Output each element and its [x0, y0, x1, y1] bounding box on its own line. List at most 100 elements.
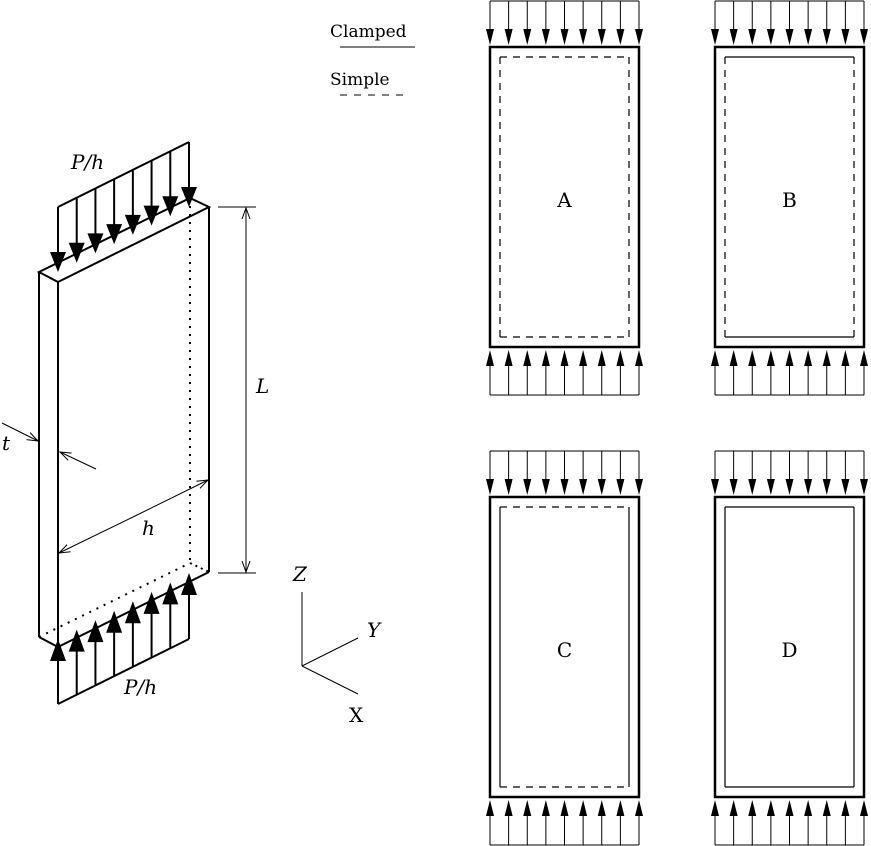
panel-bottom-load-arrowhead: [504, 800, 513, 816]
thickness-arrow-inner: [60, 452, 97, 470]
panel-top-load-arrowhead: [748, 479, 757, 495]
panel-bottom-load-arrowhead: [841, 800, 850, 816]
panel-c: C: [486, 450, 643, 846]
width-dimension: [59, 480, 208, 553]
panel-top-load-arrowhead: [504, 479, 513, 495]
panel-top-load-arrowhead: [822, 479, 831, 495]
panel-bottom-load-arrowhead: [841, 350, 850, 366]
panel-top-load-arrowhead: [579, 29, 588, 45]
panel-label: A: [556, 188, 572, 212]
panel-top-load-arrowhead: [729, 479, 738, 495]
panel-bottom-load-arrowhead: [579, 350, 588, 366]
panel-top-load-arrowhead: [860, 29, 868, 45]
top-load-label: P/h: [70, 150, 104, 174]
panel-bottom-load-arrowhead: [560, 800, 569, 816]
panel-bottom-load-arrowhead: [785, 350, 794, 366]
top-load-arrowhead: [181, 187, 197, 207]
top-load-arrowhead: [87, 233, 104, 254]
bottom-load-arrowhead: [181, 573, 197, 595]
top-distributed-load: [50, 141, 197, 272]
panel-bottom-load-arrowhead: [560, 350, 569, 366]
panel-top-load-arrowhead: [597, 479, 606, 495]
panel-bottom-load-arrowhead: [748, 800, 757, 816]
panel-top-load-arrowhead: [711, 479, 719, 495]
plate-top-face: [36, 196, 212, 284]
panel-top-load-arrowhead: [635, 29, 643, 45]
panel-bottom-load-arrowhead: [616, 350, 625, 366]
top-load-baseline: [57, 141, 190, 208]
panel-outline: [713, 45, 866, 349]
panel-bottom-load-arrowhead: [579, 800, 588, 816]
panel-bottom-load-arrowhead: [597, 350, 606, 366]
panel-outline: [713, 495, 866, 799]
panel-bottom-load-arrowhead: [504, 350, 513, 366]
panel-a: A: [486, 0, 643, 396]
bottom-load-arrowhead: [143, 591, 160, 614]
panel-bottom-load-arrowhead: [616, 800, 625, 816]
panel-top-load-arrowhead: [822, 29, 831, 45]
panel-top-load-arrowhead: [860, 479, 868, 495]
bottom-load-arrowhead: [68, 629, 85, 652]
panel-outline: [488, 45, 641, 349]
panel-top-load-arrowhead: [711, 29, 719, 45]
panel-top-load-arrowhead: [841, 29, 850, 45]
panel-top-load-arrowhead: [541, 29, 550, 45]
panel-top-load-arrowhead: [523, 479, 532, 495]
panel-bottom-load-arrowhead: [541, 350, 550, 366]
plate-hidden-bottom-right-edge: [189, 562, 210, 573]
bottom-load-arrowhead: [87, 620, 104, 643]
panel-top-load-arrowhead: [486, 479, 494, 495]
panel-bottom-load-arrowhead: [766, 350, 775, 366]
panel-top-load-arrowhead: [523, 29, 532, 45]
panel-top-load-arrowhead: [766, 479, 775, 495]
panel-bottom-load-arrowhead: [748, 350, 757, 366]
panel-top-load-arrowhead: [560, 29, 569, 45]
legend-clamped-label: Clamped: [330, 22, 407, 42]
panel-top-load-arrowhead: [841, 479, 850, 495]
panel-bottom-load-arrowhead: [860, 350, 868, 366]
panel-top-load-arrowhead: [729, 29, 738, 45]
z-axis-label: Z: [292, 562, 308, 586]
panel-bottom-load-arrowhead: [635, 350, 643, 366]
panel-bottom-load-arrowhead: [523, 800, 532, 816]
panel-top-load-arrowhead: [616, 479, 625, 495]
panel-bottom-load-arrowhead: [729, 800, 738, 816]
panel-bottom-load-arrowhead: [729, 350, 738, 366]
width-label: h: [142, 516, 155, 540]
x-axis: [301, 665, 359, 695]
length-label: L: [255, 374, 269, 398]
thickness-label: t: [2, 431, 11, 455]
panel-d: D: [711, 450, 868, 846]
top-load-arrowhead: [50, 252, 66, 272]
panel-bottom-load-arrowhead: [822, 350, 831, 366]
bottom-load-label: P/h: [123, 675, 157, 699]
panel-top-load-arrowhead: [635, 479, 643, 495]
top-load-arrowhead: [162, 196, 179, 217]
panel-top-load-arrowhead: [504, 29, 513, 45]
panel-bottom-load-arrowhead: [597, 800, 606, 816]
panel-top-load-arrowhead: [785, 29, 794, 45]
panel-bottom-load-arrowhead: [785, 800, 794, 816]
coordinate-axes: [301, 592, 359, 695]
panel-bottom-load-arrowhead: [523, 350, 532, 366]
bottom-load-arrowhead: [162, 582, 179, 605]
legend-simple-label: Simple: [330, 70, 390, 90]
panel-label: D: [781, 638, 797, 662]
top-load-arrowhead: [124, 214, 141, 235]
thickness-dimension: [1, 422, 97, 470]
panel-bottom-load-arrowhead: [804, 800, 813, 816]
width-dimension-arrow: [132, 480, 208, 518]
legend: Clamped Simple: [330, 22, 415, 96]
panel-bottom-load-arrowhead: [711, 800, 719, 816]
panel-bottom-load-arrowhead: [711, 350, 719, 366]
bottom-distributed-load: [50, 573, 197, 705]
panel-bottom-load-arrowhead: [822, 800, 831, 816]
bottom-load-arrowhead: [124, 601, 141, 624]
bottom-load-arrowhead: [106, 610, 123, 633]
bottom-load-arrowhead: [50, 639, 66, 661]
plate-bottom-edge: [38, 571, 210, 649]
panel-top-load-arrowhead: [748, 29, 757, 45]
top-load-arrowhead: [106, 224, 123, 245]
